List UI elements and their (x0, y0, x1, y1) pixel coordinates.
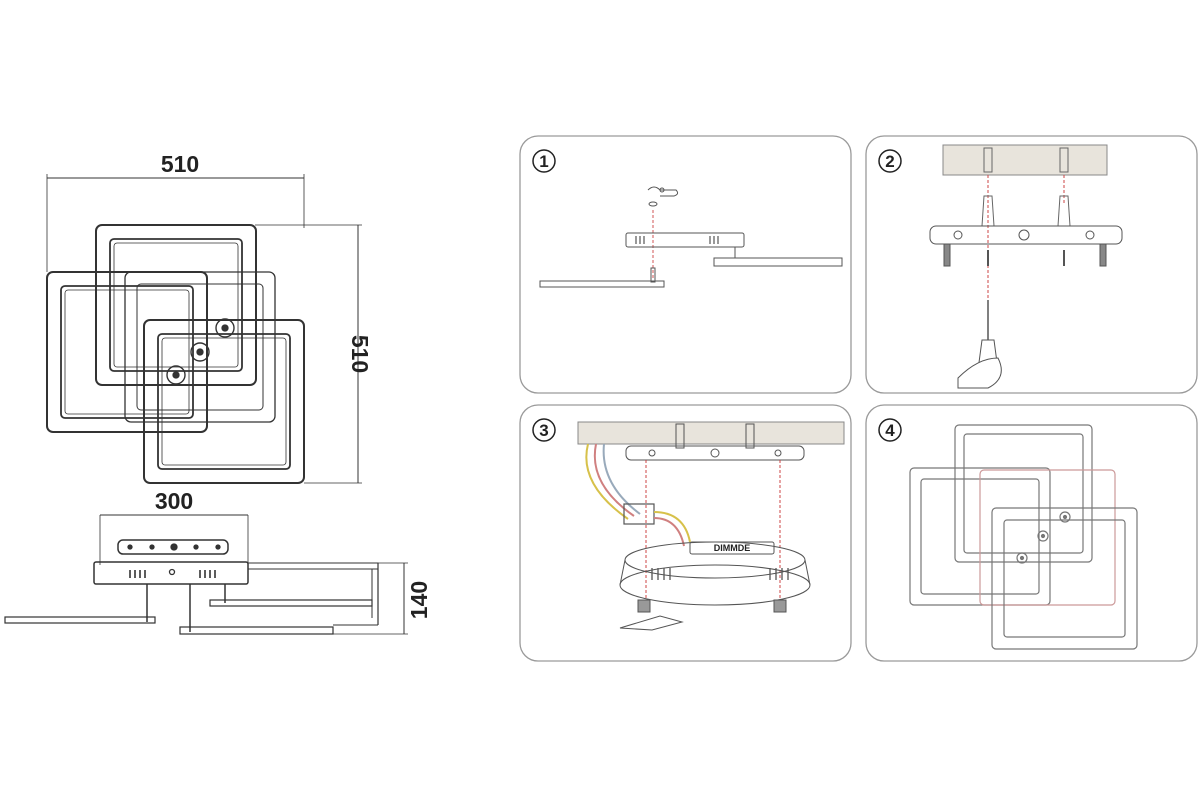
step-2-badge (878, 149, 902, 173)
side-width-dimension: 300 (155, 488, 193, 514)
step-panels (519, 135, 1198, 662)
step-4-number: 4 (885, 421, 895, 440)
step-2-panel (865, 135, 1198, 394)
step-4-badge (878, 418, 902, 442)
top-width-dimension: 510 (161, 151, 199, 177)
step-1-badge (532, 149, 556, 173)
step-4-illustration (909, 424, 1138, 650)
top-height-dimension: 510 (347, 335, 373, 373)
step-1-illustration (539, 186, 843, 288)
step-1-number: 1 (539, 152, 548, 171)
top-view-drawing (46, 174, 362, 484)
step-3-illustration (577, 421, 845, 631)
step-3-number: 3 (539, 421, 548, 440)
step-1-panel (519, 135, 852, 394)
driver-label: DIMMDE (714, 543, 751, 553)
step-3-panel (519, 404, 852, 662)
side-view-drawing (4, 514, 408, 635)
side-height-dimension: 140 (406, 581, 432, 619)
step-4-panel (865, 404, 1198, 662)
step-3-badge (532, 418, 556, 442)
step-2-number: 2 (885, 152, 894, 171)
step-2-illustration (929, 144, 1123, 389)
